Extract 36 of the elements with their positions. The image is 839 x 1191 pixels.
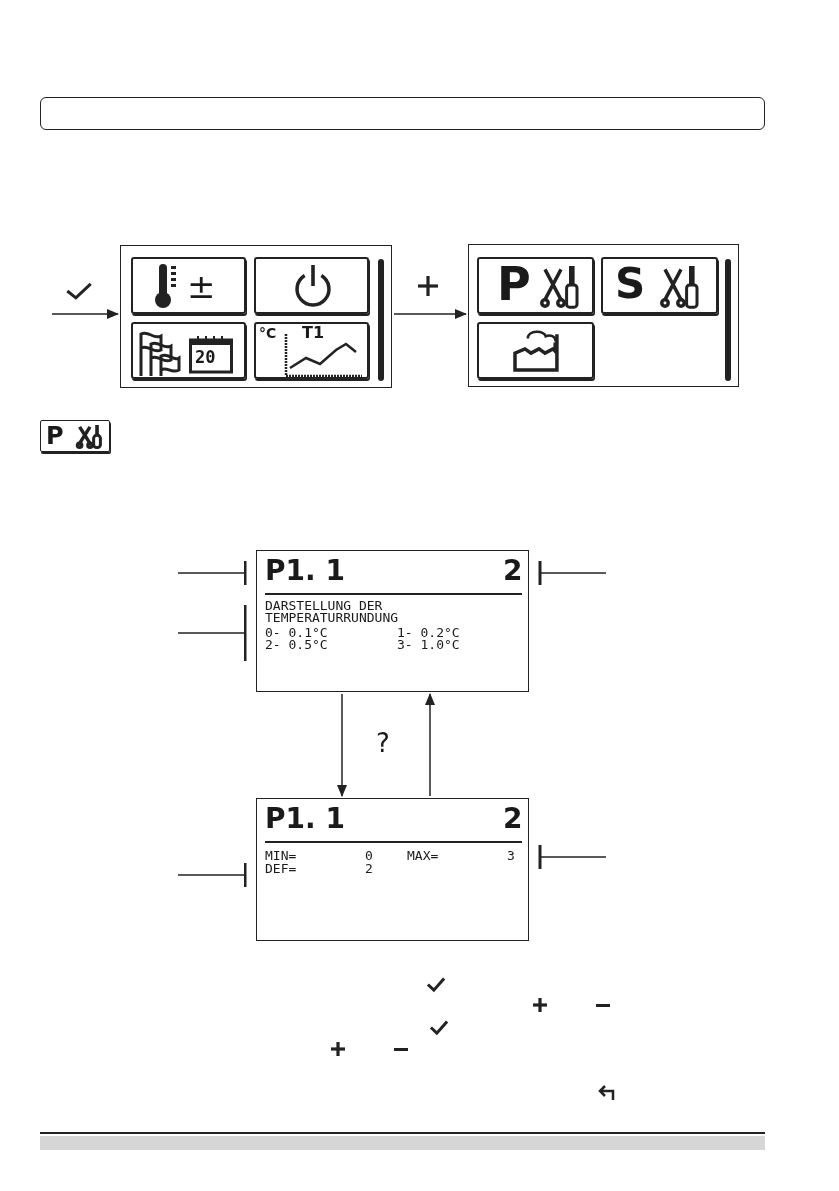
help-symbol: ? — [376, 730, 390, 756]
menu-screen — [468, 244, 739, 387]
screen-text: DARSTELLUNG DER TEMPERATURRUNDUNG — [265, 600, 400, 624]
leader-line — [538, 845, 607, 869]
screen-text: 2- 0.5°C — [265, 638, 328, 651]
screen-text: °C — [259, 326, 277, 340]
leader-line — [177, 561, 247, 585]
lcd-screen — [256, 798, 529, 941]
lcd-screen — [256, 550, 529, 692]
screen-text: MAX= — [407, 849, 439, 862]
screen-text: MIN= — [265, 849, 297, 862]
leader-line — [177, 863, 247, 887]
leader-line — [177, 605, 247, 661]
arrow — [337, 693, 347, 797]
screen-text: T1 — [302, 325, 325, 341]
arrow — [51, 309, 119, 319]
screen-text: 0- 0.1°C — [265, 626, 328, 639]
screen-text: 2 — [503, 805, 523, 833]
screen-text: ± — [187, 269, 216, 303]
arrow — [425, 693, 435, 797]
screen-text: P1. 1 — [265, 557, 345, 585]
screen-text: P1. 1 — [265, 805, 345, 833]
screen-text: P — [497, 261, 531, 307]
screen-text: 3 — [507, 849, 515, 862]
icon-letter: P — [46, 424, 64, 448]
screen-text: 2 — [503, 557, 523, 585]
screen-text: 1- 0.2°C — [397, 626, 460, 639]
screen-text: 2 — [365, 862, 373, 875]
menu-screen — [120, 245, 392, 388]
screen-text: 20 — [195, 349, 216, 366]
screen-text: 0 — [365, 849, 373, 862]
arrow — [393, 309, 467, 319]
screen-text: DEF= — [265, 862, 297, 875]
leader-line — [538, 561, 607, 585]
screen-text: 3- 1.0°C — [397, 638, 460, 651]
screen-text: S — [615, 263, 646, 305]
